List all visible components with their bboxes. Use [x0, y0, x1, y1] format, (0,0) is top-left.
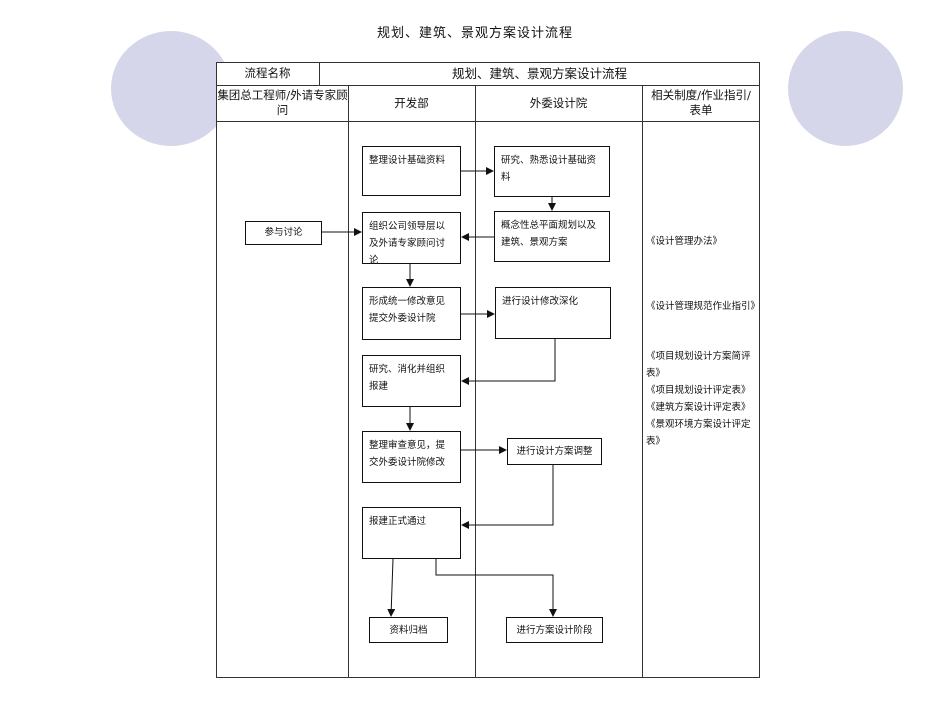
- step-unified-opinion: 形成统一修改意见提交外委设计院: [362, 287, 461, 340]
- arrow-approval-to-next-stage: [435, 559, 557, 617]
- decor-circle-left: [111, 31, 231, 146]
- step-organize-basics: 整理设计基础资料: [362, 146, 461, 196]
- step-review-opinion: 整理审查意见，提交外委设计院修改: [362, 431, 461, 483]
- document-item: 《设计管理办法》: [646, 236, 723, 247]
- document-item: 《项目规划设计评定表》: [646, 385, 751, 396]
- step-study-digest: 研究、消化并组织报建: [362, 355, 461, 407]
- step-deepen-design: 进行设计修改深化: [495, 287, 611, 339]
- step-study-basics: 研究、熟悉设计基础资料: [494, 146, 610, 197]
- col-divider-3: [642, 85, 643, 678]
- arrow-deepen-to-study-digest: [461, 339, 556, 385]
- column-header-design-institute: 外委设计院: [529, 95, 588, 110]
- step-archive: 资料归档: [369, 617, 448, 643]
- document-item: 《项目规划设计方案简评表》: [646, 351, 751, 379]
- row-divider-1: [216, 85, 760, 86]
- document-item: 《景观环境方案设计评定表》: [646, 419, 751, 447]
- step-discuss: 参与讨论: [245, 221, 322, 245]
- step-approval-passed: 报建正式通过: [362, 507, 461, 559]
- step-next-stage: 进行方案设计阶段: [506, 617, 603, 643]
- row-divider-2: [216, 121, 760, 122]
- col-divider-name: [319, 62, 320, 85]
- name-value: 规划、建筑、景观方案设计流程: [451, 66, 627, 81]
- document-item: 《建筑方案设计评定表》: [646, 402, 751, 413]
- page-title: 规划、建筑、景观方案设计流程: [376, 26, 573, 41]
- step-adjust-plan: 进行设计方案调整: [507, 438, 602, 465]
- decor-circle-right: [788, 31, 903, 146]
- column-header-development: 开发部: [394, 95, 429, 110]
- arrow-approval-to-archive: [387, 558, 396, 617]
- column-header-documents: 相关制度/作业指引/表单: [651, 88, 751, 117]
- arrow-adjust-to-approval: [461, 465, 554, 529]
- column-header-experts: 集团总工程师/外请专家顾问: [217, 88, 348, 117]
- name-label: 流程名称: [244, 66, 291, 80]
- col-divider-1: [348, 85, 349, 678]
- step-organize-leaders: 组织公司领导层以及外请专家顾问讨论: [362, 212, 461, 264]
- document-item: 《设计管理规范作业指引》: [646, 301, 761, 312]
- step-concept-plan: 概念性总平面规划以及建筑、景观方案: [494, 211, 610, 262]
